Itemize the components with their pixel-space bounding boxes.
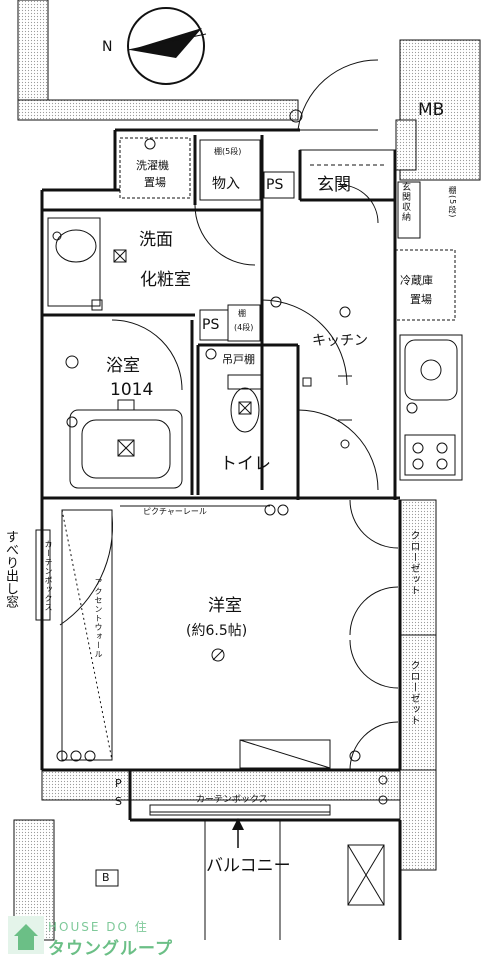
ps-bottom-p-label: P [115,777,122,790]
genkan-storage-label: 玄関収納 [400,182,410,222]
western-room-label-2: (約6.5帖) [186,623,248,639]
balcony-b-label: B [102,871,110,884]
toilet-shelf-label: 吊戸棚 [222,353,255,366]
curtain-box-bottom-label: カーテンボックス [196,795,268,805]
shelf-right-label: 棚(5段) [448,186,457,219]
storage-shelf-label: 棚(5段) [214,147,242,156]
laundry-label-1: 洗濯機 [136,159,169,172]
shelf-mid-label-2: (4段) [234,323,254,332]
compass-north-label: N [102,39,113,55]
ps-top-label: PS [266,177,284,193]
ps-mid-label: PS [202,317,220,333]
ps-bottom-s-label: S [115,795,122,808]
closet-label-2: クローゼット [408,660,419,726]
laundry-label-2: 置場 [144,176,166,189]
closet-label-1: クローゼット [408,530,419,596]
picture-rail-label: ピクチャーレール [143,507,207,516]
compass-icon [127,7,207,85]
logo-line-1: HOUSE DO 住 [48,920,149,934]
logo: HOUSE DO 住 タウングループ [8,912,208,959]
curtain-box-left-label: カーテンボックス [44,540,53,612]
accent-wall-label: アクセントウォール [94,578,103,659]
bath-label-2: 1014 [110,380,154,400]
logo-mark-icon [8,916,44,954]
electrical-symbols [52,109,418,805]
balcony-label: バルコニー [206,856,291,876]
washroom-label-2: 化粧室 [140,270,191,290]
western-room-label-1: 洋室 [208,596,242,616]
entrance-label: 玄関 [317,175,351,195]
structure-shading [13,0,481,941]
shelf-mid-label-1: 棚 [238,309,246,318]
toilet-label: トイレ [220,454,271,474]
fridge-label-2: 置場 [410,293,432,306]
washroom-label-1: 洗面 [139,230,173,250]
sliding-window-label: すべり出し窓 [3,530,18,608]
storage-label: 物入 [212,176,240,192]
fridge-label-1: 冷蔵庫 [400,274,433,287]
kitchen-label: キッチン [312,333,368,349]
walls [40,128,402,940]
mb-label: MB [418,100,445,120]
door-swings [59,59,399,771]
balcony-arrow-icon [232,818,244,848]
logo-line-2: タウングループ [48,939,173,959]
bath-label-1: 浴室 [106,356,140,376]
